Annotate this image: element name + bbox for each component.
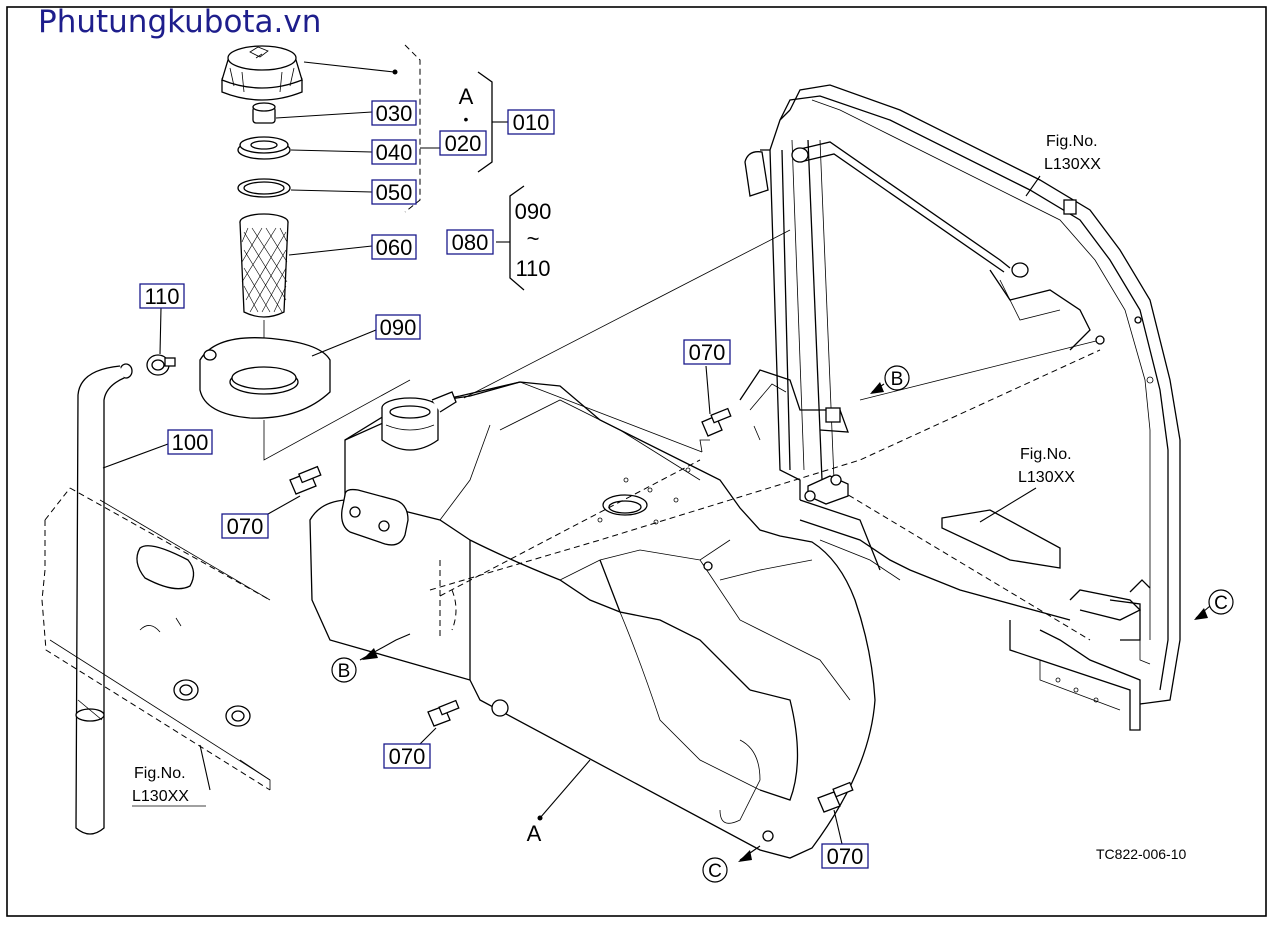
- marker-a: A: [527, 821, 542, 846]
- label-070-bottom: 070: [827, 844, 864, 869]
- part-040-seat[interactable]: [237, 136, 291, 160]
- set-dot: •: [464, 111, 469, 127]
- part-110-clamp[interactable]: [119, 354, 176, 379]
- bolt-070-front[interactable]: [427, 699, 460, 727]
- figref-2-line1: Fig.No.: [1020, 446, 1072, 463]
- label-110: 110: [144, 284, 179, 309]
- callout-030[interactable]: 030: [371, 100, 417, 126]
- filler-cap[interactable]: [221, 45, 303, 101]
- figref-1-line2: L130XX: [1044, 156, 1101, 173]
- part-090-guide[interactable]: [199, 337, 331, 419]
- callout-040[interactable]: 040: [371, 139, 417, 165]
- label-070-left: 070: [227, 514, 264, 539]
- figref-bottom-left[interactable]: Fig.No. L130XX: [132, 765, 189, 805]
- part-100-hose[interactable]: [75, 365, 125, 835]
- label-060: 060: [376, 235, 413, 260]
- callout-090[interactable]: 090: [375, 314, 421, 340]
- side-panel-outline: [41, 487, 271, 791]
- ref-b-right[interactable]: B: [884, 365, 910, 391]
- label-020: 020: [445, 131, 482, 156]
- label-010: 010: [513, 110, 550, 135]
- callout-100[interactable]: 100: [167, 429, 213, 455]
- bolt-070-frame[interactable]: [701, 407, 732, 437]
- range-110: 110: [515, 256, 550, 281]
- bolt-070-bottom[interactable]: [817, 781, 854, 813]
- fuel-tank[interactable]: [309, 381, 876, 859]
- bolt-070-left[interactable]: [289, 465, 322, 495]
- label-030: 030: [376, 101, 413, 126]
- support-frame[interactable]: [739, 84, 1181, 731]
- diagram-frame: [6, 6, 1267, 917]
- callout-060[interactable]: 060: [371, 234, 417, 260]
- figref-3-line1: Fig.No.: [134, 765, 186, 782]
- ref-b-left-text: B: [338, 661, 351, 682]
- callout-050[interactable]: 050: [371, 179, 417, 205]
- figref-3-line2: L130XX: [132, 788, 189, 805]
- label-040: 040: [376, 140, 413, 165]
- callout-010[interactable]: 010: [507, 109, 555, 135]
- set-label-a: A: [459, 84, 474, 109]
- ref-c-right-text: C: [1214, 593, 1228, 614]
- callout-070-front[interactable]: 070: [383, 743, 431, 769]
- label-050: 050: [376, 180, 413, 205]
- part-030-packing[interactable]: [252, 102, 276, 124]
- label-080: 080: [452, 230, 489, 255]
- ref-c-bottom-text: C: [708, 861, 722, 882]
- callout-080[interactable]: 080: [446, 229, 494, 255]
- figref-top-right[interactable]: Fig.No. L130XX: [1044, 133, 1101, 173]
- figref-1-line1: Fig.No.: [1046, 133, 1098, 150]
- site-title[interactable]: Phutungkubota.vn: [38, 4, 322, 40]
- callout-070-left[interactable]: 070: [221, 513, 269, 539]
- range-090: 090: [515, 199, 552, 224]
- label-090: 090: [380, 315, 417, 340]
- figref-2-line2: L130XX: [1018, 469, 1075, 486]
- label-100: 100: [172, 430, 209, 455]
- part-050-oring[interactable]: [237, 178, 291, 198]
- callout-070-bottom[interactable]: 070: [821, 843, 869, 869]
- ref-c-bottom[interactable]: C: [702, 857, 728, 883]
- ref-c-right[interactable]: C: [1208, 589, 1234, 615]
- ref-b-right-text: B: [891, 369, 904, 390]
- callout-020[interactable]: 020: [439, 130, 487, 156]
- part-060-strainer[interactable]: [239, 213, 289, 318]
- callout-070-frame[interactable]: 070: [683, 339, 731, 365]
- label-070-front: 070: [389, 744, 426, 769]
- label-070-frame: 070: [689, 340, 726, 365]
- figref-mid-right[interactable]: Fig.No. L130XX: [1018, 446, 1075, 486]
- callout-110[interactable]: 110: [139, 283, 185, 309]
- drawing-code: TC822-006-10: [1096, 846, 1186, 862]
- ref-b-left[interactable]: B: [331, 657, 357, 683]
- range-tilde: ~: [527, 226, 540, 251]
